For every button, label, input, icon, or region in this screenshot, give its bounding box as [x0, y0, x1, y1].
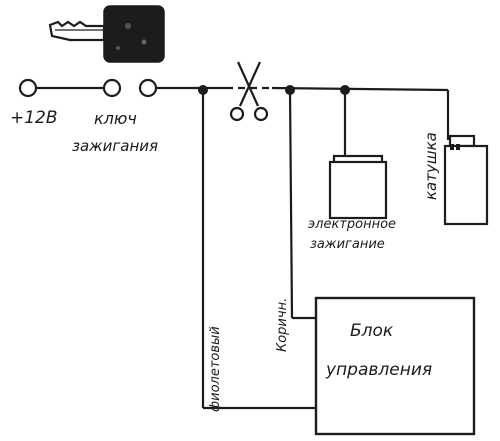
key-icon: [48, 5, 165, 63]
brown-wire-label: Коричн.: [275, 298, 290, 352]
key-terminal-2: [138, 78, 158, 98]
electronic-ignition-unit: [328, 154, 388, 220]
ignition-key-label-line1: ключ: [94, 109, 137, 128]
control-unit-box: [314, 296, 476, 436]
ignition-coil: [443, 134, 489, 226]
supply-label: +12В: [10, 108, 58, 128]
ignition-key-label-line2: зажигания: [72, 137, 158, 155]
junction-violet: [198, 85, 208, 95]
junction-brown: [285, 85, 295, 95]
control-unit-label-line2: управления: [325, 360, 432, 380]
scissors-icon: [229, 61, 269, 122]
coil-label: катушка: [422, 132, 440, 200]
violet-wire-label: фиолетовый: [208, 326, 223, 412]
supply-terminal: [18, 78, 38, 98]
control-unit-label-line1: Блок: [350, 321, 394, 341]
wires: [36, 86, 450, 410]
junction-electronic: [340, 85, 350, 95]
electronic-ignition-label-line2: зажигание: [310, 237, 385, 252]
key-terminal-1: [102, 78, 122, 98]
electronic-ignition-label-line1: электронное: [308, 217, 396, 232]
